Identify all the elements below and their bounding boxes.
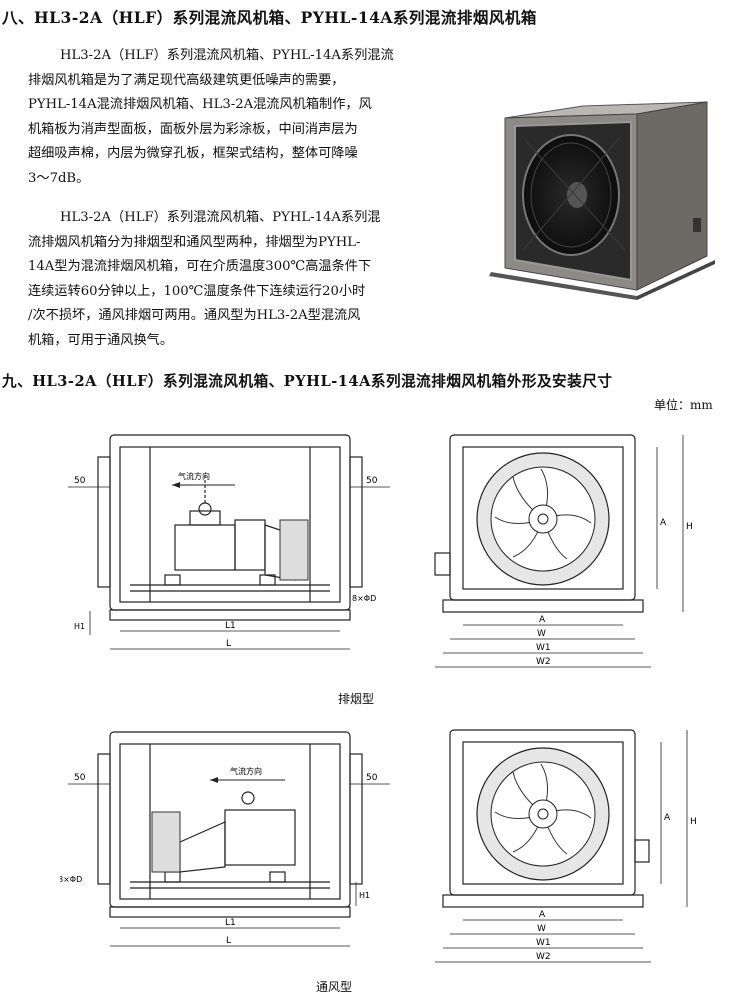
section-8-heading: 八、HL3-2A（HLF）系列混流风机箱、PYHL-14A系列混流排烟风机箱 [2,8,537,27]
paragraph-1: HL3-2A（HLF）系列混流风机箱、PYHL-14A系列混流 排烟风机箱是为了… [28,44,468,191]
dim-a: A [539,910,546,920]
vent-side-view: 气流方向 50 50 8×ΦD H1 L1 L [60,731,390,947]
silencer-block [279,519,309,581]
exhaust-front-view: A W W1 W2 A H [434,434,693,668]
dim-h: H [690,817,697,827]
dim-50-right: 50 [366,476,378,486]
para1-line: 机箱板为消声型面板，面板外层为彩涂板，中间消声层为 [28,121,358,137]
para2-line: 连续运转60分钟以上，100℃温度条件下连续运行20小时 [28,283,366,299]
dim-w2: W2 [536,657,551,667]
para1-line: HL3-2A（HLF）系列混流风机箱、PYHL-14A系列混流 [60,48,394,63]
dim-50-left: 50 [74,476,86,486]
dim-a: A [539,615,546,625]
dim-w2: W2 [536,952,551,962]
caption-exhaust: 排烟型 [338,692,375,706]
fan-box-photo [489,101,715,300]
unit-label: 单位：mm [654,398,713,412]
para1-line: PYHL-14A混流排烟风机箱、HL3-2A混流风机箱制作，风 [28,97,372,112]
dim-l1: L1 [225,621,236,631]
dim-50-right: 50 [366,773,378,783]
airflow-label: 气流方向 [178,471,210,481]
dim-w1: W1 [536,938,551,948]
section-9-heading: 九、HL3-2A（HLF）系列混流风机箱、PYHL-14A系列混流排烟风机箱外形… [2,373,613,390]
dim-w: W [537,629,546,639]
dim-h1: H1 [359,891,370,900]
dim-h: H [686,522,693,532]
dim-l1: L1 [225,918,236,928]
holes-label: 8×ΦD [352,594,376,603]
dim-a-vert: A [660,518,667,528]
para2-line: 流排烟风机箱分为排烟型和通风型两种，排烟型为PYHL- [28,234,361,250]
vent-front-view: A W W1 W2 A H [435,729,697,963]
dim-a-vert: A [664,813,671,823]
paragraph-2: HL3-2A（HLF）系列混流风机箱、PYHL-14A系列混 流排烟风机箱分为排… [28,206,468,353]
para2-line: HL3-2A（HLF）系列混流风机箱、PYHL-14A系列混 [60,210,381,225]
dim-l: L [226,936,231,946]
exhaust-side-view: 气流方向 50 50 8×ΦD H1 L1 L [68,434,390,650]
dim-w1: W1 [536,643,551,653]
para1-line: 3～7dB。 [28,170,90,186]
para2-line: 机箱，可用于通风换气。 [28,332,174,348]
caption-vent: 通风型 [316,980,353,994]
silencer-block [151,811,181,873]
para1-line: 排烟风机箱是为了满足现代高级建筑更低噪声的需要， [28,72,345,88]
holes-label: 8×ΦD [60,875,82,884]
para2-line: 14A型为混流排烟风机箱，可在介质温度300℃高温条件下 [28,259,372,274]
dim-l: L [226,639,231,649]
para2-line: /次不损坏，通风排烟可两用。通风型为HL3-2A型混流风 [28,308,361,323]
dim-w: W [537,924,546,934]
para1-line: 超细吸声棉，内层为微穿孔板，框架式结构，整体可降噪 [28,146,358,161]
dim-h1: H1 [74,622,85,631]
dim-50-left: 50 [74,773,86,783]
airflow-label: 气流方向 [230,766,262,776]
